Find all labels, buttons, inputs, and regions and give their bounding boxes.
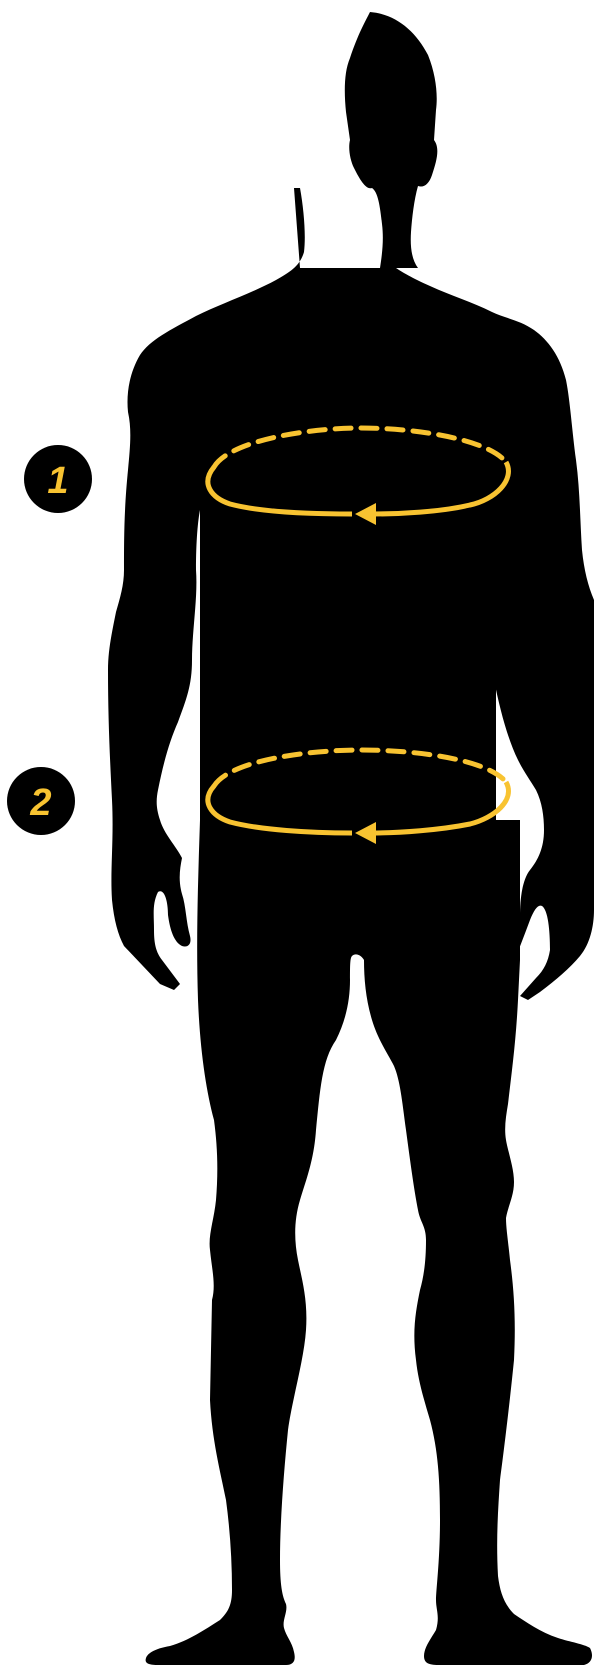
head-shape bbox=[345, 12, 438, 268]
marker-1-label: 1 bbox=[47, 460, 68, 502]
torso-shape bbox=[200, 396, 496, 836]
legs-shape bbox=[146, 820, 592, 1665]
marker-2-label: 2 bbox=[29, 782, 51, 824]
human-silhouette-icon bbox=[108, 12, 594, 1665]
marker-badge-1: 1 bbox=[24, 445, 92, 513]
marker-badge-2: 2 bbox=[7, 767, 75, 835]
